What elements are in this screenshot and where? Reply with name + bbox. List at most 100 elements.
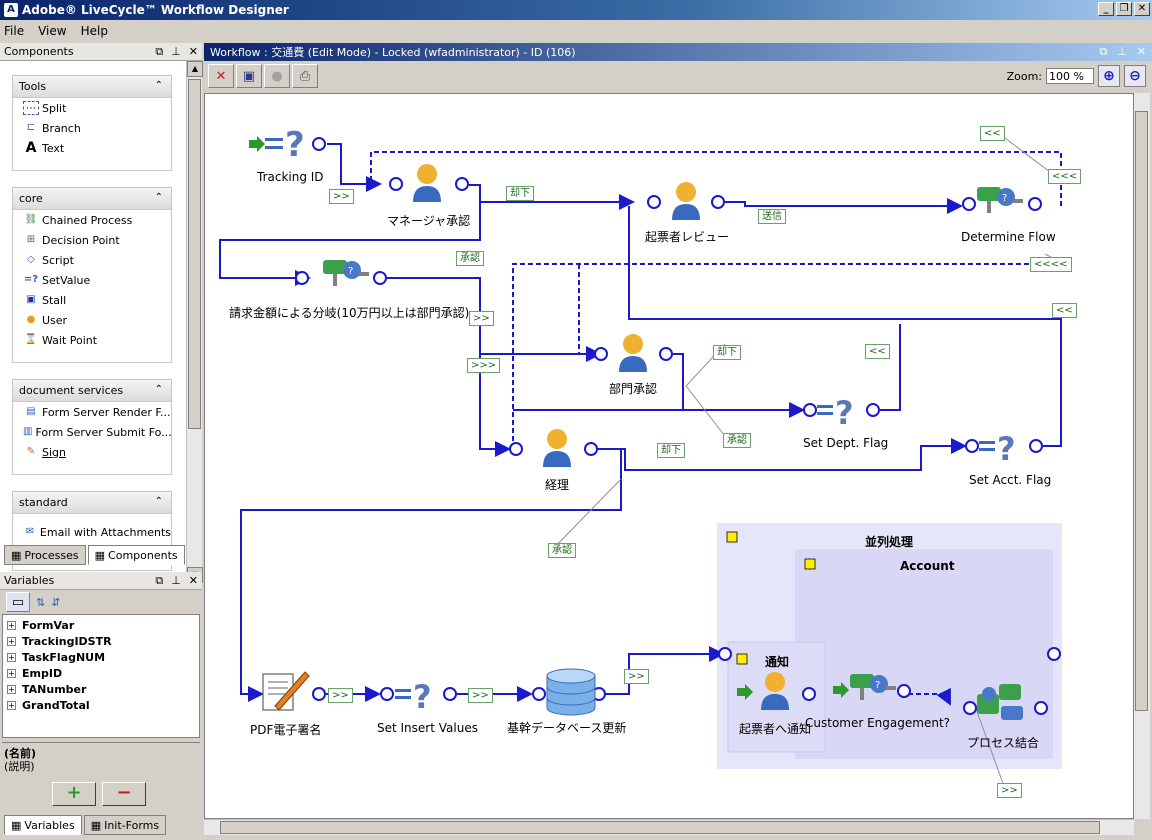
setvalue-icon[interactable]: ? xyxy=(817,394,854,432)
variable-row[interactable]: +TrackingIDSTR xyxy=(3,633,199,649)
variable-row[interactable]: +TANumber xyxy=(3,681,199,697)
setvalue-icon[interactable]: ? xyxy=(249,125,305,165)
tab-components[interactable]: ▦Components xyxy=(87,545,185,565)
route-tag[interactable]: 却下 xyxy=(713,345,741,360)
node-determine-flow[interactable]: Determine Flow xyxy=(961,230,1056,244)
route-tag[interactable]: >> xyxy=(469,311,494,326)
tab-init-forms[interactable]: ▦Init-Forms xyxy=(83,815,167,835)
node-manager-approval[interactable]: マネージャ承認 xyxy=(387,214,471,228)
node-process-merge[interactable]: プロセス結合 xyxy=(967,736,1040,750)
menu-view[interactable]: View xyxy=(38,24,67,38)
expand-icon[interactable]: + xyxy=(7,652,16,662)
route-tag[interactable]: 却下 xyxy=(657,443,685,458)
component-wait-point[interactable]: ⌛Wait Point xyxy=(13,330,171,350)
node-pdf-sign[interactable]: PDF電子署名 xyxy=(250,723,322,737)
menu-help[interactable]: Help xyxy=(80,24,108,38)
components-scrollbar[interactable]: ▲ ▼ xyxy=(186,61,203,583)
component-form-render[interactable]: ▤Form Server Render F... xyxy=(13,402,171,422)
pin-icon[interactable]: ⊥ xyxy=(1117,45,1127,58)
route-tag[interactable]: >> xyxy=(328,688,353,703)
component-decision-point[interactable]: ⊞Decision Point xyxy=(13,230,171,250)
route-tag[interactable]: >> xyxy=(329,189,354,204)
expand-icon[interactable]: + xyxy=(7,684,16,694)
canvas-vertical-scrollbar[interactable] xyxy=(1134,93,1150,819)
component-setvalue[interactable]: =?SetValue xyxy=(13,270,171,290)
route-tag[interactable]: >> xyxy=(624,669,649,684)
zoom-out-icon[interactable]: ⊖ xyxy=(1124,65,1146,87)
stop-icon[interactable]: ● xyxy=(264,64,290,88)
decision-point-icon[interactable]: ? xyxy=(833,674,896,700)
node-notify-user[interactable]: 起票者へ通知 xyxy=(739,722,812,736)
variable-row[interactable]: +FormVar xyxy=(3,617,199,633)
component-split[interactable]: ⋯Split xyxy=(13,98,171,118)
float-icon[interactable]: ⧉ xyxy=(155,574,164,587)
component-branch[interactable]: ⊏Branch xyxy=(13,118,171,138)
component-form-submit[interactable]: ▥Form Server Submit Fo... xyxy=(13,422,172,442)
list-view-icon[interactable]: ▭ xyxy=(6,592,30,612)
user-icon[interactable] xyxy=(619,334,647,372)
canvas-horizontal-scrollbar[interactable] xyxy=(204,819,1134,835)
expand-icon[interactable]: + xyxy=(7,700,16,710)
node-keiri[interactable]: 経理 xyxy=(545,478,570,492)
print-icon[interactable]: ⎙ xyxy=(292,64,318,88)
expand-icon[interactable]: + xyxy=(7,668,16,678)
node-set-insert-values[interactable]: Set Insert Values xyxy=(377,721,478,735)
collapse-icon[interactable]: ⌃ xyxy=(154,496,163,507)
route-tag[interactable]: 承認 xyxy=(723,433,751,448)
node-branch[interactable]: 請求金額による分岐(10万円以上は部門承認) xyxy=(229,306,470,320)
scroll-thumb[interactable] xyxy=(220,821,1100,834)
close-icon[interactable]: ✕ xyxy=(188,45,198,58)
component-sign[interactable]: ✎Sign xyxy=(13,442,171,462)
close-button[interactable]: ✕ xyxy=(1134,2,1150,16)
variable-row[interactable]: +EmpID xyxy=(3,665,199,681)
minimize-button[interactable]: _ xyxy=(1098,2,1114,16)
database-icon[interactable] xyxy=(546,668,596,716)
tab-variables[interactable]: ▦Variables xyxy=(4,815,82,835)
scroll-thumb[interactable] xyxy=(188,79,201,429)
variable-row[interactable]: +GrandTotal xyxy=(3,697,199,713)
remove-variable-button[interactable]: − xyxy=(102,782,146,806)
delete-icon[interactable]: ✕ xyxy=(208,64,234,88)
close-icon[interactable]: ✕ xyxy=(1136,45,1146,58)
route-tag[interactable]: >> xyxy=(997,783,1022,798)
decision-point-icon[interactable]: ? xyxy=(977,187,1023,213)
collapse-icon[interactable] xyxy=(726,531,738,543)
pin-icon[interactable]: ⊥ xyxy=(171,45,181,58)
restore-button[interactable]: ❐ xyxy=(1116,2,1132,16)
collapse-icon[interactable]: ⌃ xyxy=(154,192,163,203)
route-tag[interactable]: 承認 xyxy=(456,251,484,266)
collapse-icon[interactable]: ⌃ xyxy=(154,384,163,395)
node-set-dept-flag[interactable]: Set Dept. Flag xyxy=(803,436,889,450)
route-tag[interactable]: << xyxy=(865,344,890,359)
menu-file[interactable]: File xyxy=(4,24,25,38)
float-icon[interactable]: ⧉ xyxy=(155,45,164,58)
scroll-thumb[interactable] xyxy=(1135,111,1148,711)
setvalue-icon[interactable]: ? xyxy=(979,430,1016,468)
route-tag[interactable]: >> xyxy=(468,688,493,703)
add-variable-button[interactable]: + xyxy=(52,782,96,806)
route-tag[interactable]: << xyxy=(980,126,1005,141)
pdf-sign-icon[interactable] xyxy=(262,671,310,711)
user-icon[interactable] xyxy=(543,429,571,467)
collapse-icon[interactable] xyxy=(736,653,748,665)
variable-row[interactable]: +TaskFlagNUM xyxy=(3,649,199,665)
pin-icon[interactable]: ⊥ xyxy=(171,574,181,587)
setvalue-icon[interactable]: ? xyxy=(395,678,432,716)
group-standard-header[interactable]: standard ⌃ xyxy=(13,492,171,514)
component-chained-process[interactable]: ⛓Chained Process xyxy=(13,210,171,230)
component-email[interactable]: ✉Email with Attachments xyxy=(13,522,171,542)
sort-icon[interactable]: ⇅ xyxy=(36,595,46,609)
route-tag[interactable]: 承認 xyxy=(548,543,576,558)
node-reviewer[interactable]: 起票者レビュー xyxy=(645,230,730,244)
user-icon[interactable] xyxy=(737,672,789,710)
zoom-input[interactable] xyxy=(1046,68,1094,84)
route-tag[interactable]: <<<< xyxy=(1030,257,1072,272)
node-dept-approval[interactable]: 部門承認 xyxy=(609,382,658,396)
node-db-update[interactable]: 基幹データベース更新 xyxy=(507,721,627,735)
user-icon[interactable] xyxy=(672,182,700,220)
component-stall[interactable]: ▣Stall xyxy=(13,290,171,310)
route-tag[interactable]: 却下 xyxy=(506,186,534,201)
collapse-icon[interactable] xyxy=(804,558,816,570)
merge-icon[interactable] xyxy=(977,684,1023,720)
